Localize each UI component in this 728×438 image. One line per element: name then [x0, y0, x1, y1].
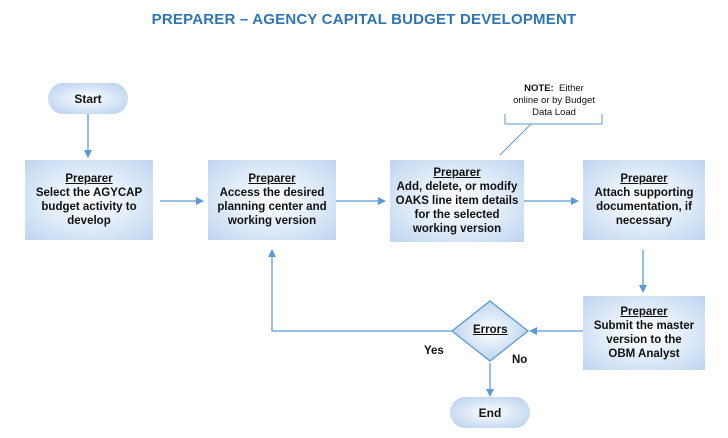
step4-line-2: documentation, if — [596, 201, 692, 213]
edge-label-yes: Yes — [424, 345, 444, 357]
step2-line-3: working version — [227, 215, 317, 227]
step4-attach-documentation-box: Preparer Attach supporting documentation… — [583, 160, 705, 240]
step2-line-2: planning center and — [217, 201, 327, 213]
step5-line-1: Submit the master — [593, 320, 695, 332]
note-line-1: Either — [559, 83, 584, 94]
page-title: PREPARER – AGENCY CAPITAL BUDGET DEVELOP… — [151, 11, 577, 28]
step3-line-1: Add, delete, or modify — [396, 181, 518, 193]
step3-line-4: working version — [412, 223, 502, 235]
decision-label: Errors — [473, 324, 508, 336]
step1-line-1: Select the AGYCAP — [35, 187, 143, 199]
step3-line-2: OAKS line item details — [395, 195, 519, 207]
step1-select-activity-box: Preparer Select the AGYCAP budget activi… — [25, 160, 153, 240]
step3-modify-line-items-box: Preparer Add, delete, or modify OAKS lin… — [390, 160, 524, 242]
note-bracket — [504, 114, 603, 125]
arrow-decision-yes-to-step2 — [268, 249, 452, 332]
end-node: End — [450, 397, 530, 428]
step2-line-1: Access the desired — [219, 187, 325, 199]
step1-line-3: develop — [67, 215, 111, 227]
note-line-3: Data Load — [532, 107, 576, 118]
edge-label-no: No — [512, 354, 528, 366]
step4-line-1: Attach supporting — [594, 187, 694, 199]
step5-line-3: OBM Analyst — [608, 348, 680, 360]
step1-role: Preparer — [65, 173, 113, 185]
decision-diamond — [450, 300, 530, 362]
note-label: NOTE: — [524, 83, 554, 94]
step3-line-3: for the selected — [414, 209, 500, 221]
step3-role: Preparer — [433, 167, 481, 179]
note-line-2: online or by Budget — [513, 95, 595, 106]
step2-access-planning-center-box: Preparer Access the desired planning cen… — [208, 160, 336, 240]
note-pointer-line — [499, 123, 532, 156]
step5-role: Preparer — [620, 306, 668, 318]
step4-role: Preparer — [620, 173, 668, 185]
step1-line-2: budget activity to — [41, 201, 137, 213]
step2-role: Preparer — [248, 173, 296, 185]
step5-submit-master-version-box: Preparer Submit the master version to th… — [583, 296, 705, 370]
note-callout: NOTE: Either online or by Budget Data Lo… — [500, 83, 608, 119]
start-node: Start — [48, 83, 128, 114]
step4-line-3: necessary — [615, 215, 673, 227]
step5-line-2: version to the — [606, 334, 682, 346]
